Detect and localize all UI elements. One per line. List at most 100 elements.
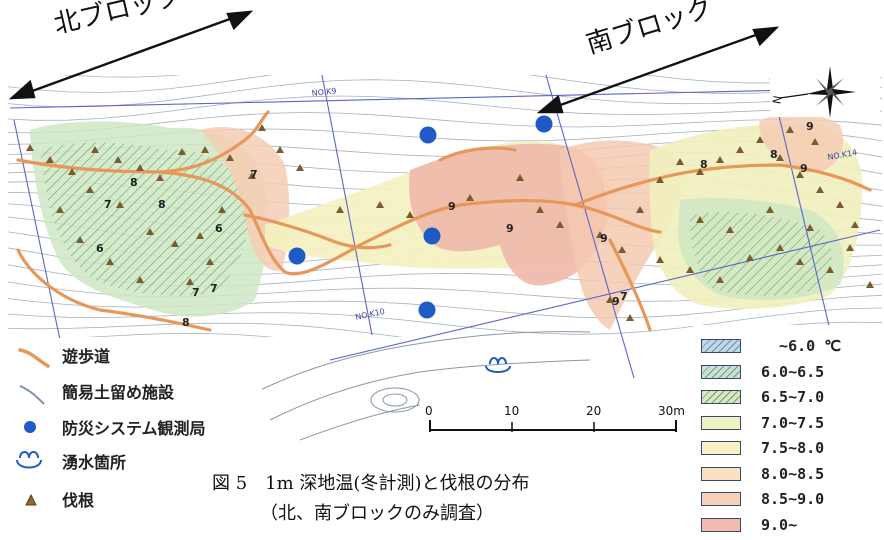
legend-class-row: ~6.0 ℃	[701, 335, 841, 357]
temperature-number: 9	[800, 162, 808, 175]
stump-marker	[826, 266, 834, 273]
legend-class-label: 7.0~7.5	[761, 413, 825, 432]
legend-class-row: 7.0~7.5	[701, 412, 824, 434]
lower-area	[249, 331, 591, 441]
temperature-zones	[30, 113, 863, 330]
stump-marker	[76, 236, 84, 243]
arrow-head	[752, 26, 780, 47]
temperature-number: 7	[620, 290, 628, 303]
legend-label: 簡易土留め施設	[62, 383, 175, 402]
stump-marker	[91, 146, 99, 153]
legend-class-label: 6.5~7.0	[761, 388, 825, 406]
survey-line-label: NO.K10	[355, 307, 386, 322]
legend-item-station: 防災システム観測局	[12, 412, 206, 442]
temperature-legend: ~6.0 ℃ 6.0~6.5 6.5~7.0 7.0~7.5 7.5~8.0 8.0~8.…	[693, 325, 878, 537]
footpath-loop	[438, 146, 517, 162]
legend-swatch	[701, 390, 741, 404]
stump-marker	[218, 206, 226, 213]
station-marker	[535, 115, 553, 133]
observation-stations	[288, 115, 553, 319]
legend-swatch	[701, 415, 741, 430]
stump-marker	[56, 206, 64, 213]
stump-marker	[556, 221, 564, 228]
legend-item-footpath: 遊歩道	[12, 340, 110, 370]
legend-swatch	[701, 492, 741, 506]
stump-marker	[114, 156, 122, 163]
contour-line	[8, 79, 882, 108]
temperature-number: 8	[182, 316, 190, 329]
stump-marker	[636, 206, 644, 213]
footpath-main	[16, 110, 270, 174]
stump-marker	[136, 164, 144, 171]
survey-line	[329, 229, 881, 361]
temperature-number: 7	[210, 282, 218, 295]
block-arrows	[8, 10, 780, 114]
stump-marker	[178, 148, 186, 155]
stump-marker	[716, 276, 724, 283]
footpath	[16, 110, 872, 332]
stump-marker	[26, 144, 34, 151]
legend-label: 伐根	[62, 491, 95, 510]
stump-marker	[196, 232, 204, 239]
legend-class-label: 6.0~6.5	[761, 362, 825, 381]
stump-marker	[746, 254, 754, 261]
stump-marker	[336, 206, 344, 213]
retaining-symbol	[12, 376, 62, 406]
contour-line	[8, 95, 882, 121]
stump-marker	[171, 240, 179, 247]
temperature-number: 6	[96, 242, 104, 255]
stump-marker	[836, 201, 844, 208]
legend-swatch	[701, 339, 741, 353]
scale-tick: 10	[504, 404, 520, 418]
stump-marker	[696, 168, 704, 175]
lower-area-ring	[370, 387, 420, 413]
temperature-number: 6	[215, 222, 223, 235]
arrow-head	[8, 79, 36, 100]
stump-marker	[776, 244, 784, 251]
stump-marker	[226, 154, 234, 161]
stump-marker	[406, 211, 414, 218]
stump-markers	[26, 124, 874, 321]
stump-marker	[186, 278, 194, 285]
temperature-number: 9	[612, 295, 620, 308]
contour-line	[8, 75, 882, 94]
station-marker	[419, 126, 437, 144]
station-marker	[418, 301, 436, 319]
temperature-number: 8	[770, 148, 778, 161]
stump-marker	[136, 276, 144, 283]
stump-marker	[736, 146, 744, 153]
stump-marker	[811, 138, 819, 145]
survey-line-label: NO.K9	[311, 86, 337, 98]
temperature-number: 9	[600, 232, 608, 245]
legend-class-row: 7.5~8.0	[701, 437, 824, 459]
stump-marker	[696, 216, 704, 223]
scale-tick: 30m	[658, 404, 685, 418]
legend-class-row: 8.5~9.0	[701, 488, 824, 510]
stump-marker	[626, 314, 634, 321]
temperature-number: 8	[130, 176, 138, 189]
contour-line	[62, 75, 882, 84]
south-block-arrow	[551, 30, 765, 110]
north-block-arrow	[23, 14, 239, 96]
stump-marker	[846, 244, 854, 251]
legend-class-label: 7.5~8.0	[761, 439, 825, 457]
legend-swatch	[701, 441, 741, 455]
lower-area-line	[269, 359, 591, 421]
temperature-number: 8	[700, 158, 708, 171]
legend-class-label: 8.5~9.0	[761, 490, 825, 508]
footpath-loop	[16, 248, 212, 332]
stump-marker	[106, 258, 114, 265]
scale-tick: 0	[425, 404, 433, 418]
stump-marker	[786, 126, 794, 133]
arrow-head	[536, 94, 564, 114]
contour-line	[86, 332, 852, 337]
legend-item-stump: 伐根	[12, 484, 94, 514]
spring-symbol	[12, 446, 62, 476]
legend-class-row: 8.0~8.5	[701, 463, 824, 485]
legend-swatch	[701, 517, 741, 532]
stump-marker	[296, 164, 304, 171]
stump-marker	[116, 201, 124, 208]
stump-marker	[276, 146, 284, 153]
